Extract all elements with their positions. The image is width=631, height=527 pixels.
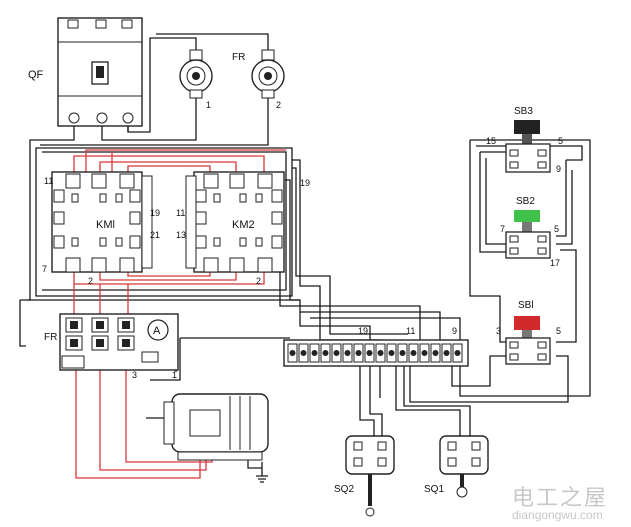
km2-num-2: 2 [256, 276, 261, 286]
motor [163, 393, 269, 461]
km2-num-13: 13 [176, 230, 186, 240]
fuse-1-number: 1 [206, 100, 211, 110]
km1-num-2: 2 [88, 276, 93, 286]
sb3-num-9: 9 [556, 164, 561, 174]
right-num-19: 19 [300, 178, 310, 188]
sb1-cap [514, 316, 540, 330]
fuse-1: 1 [179, 49, 213, 110]
sb2-cap [514, 210, 540, 222]
tb-num-11: 11 [406, 326, 415, 336]
terminal-screw [322, 350, 329, 356]
km1-contactor: KMl 11 7 19 21 2 [42, 171, 160, 286]
sb3-cap [514, 120, 540, 134]
sb3-button: SB3 15 5 9 [486, 106, 563, 174]
sb1-num-3: 3 [496, 326, 501, 336]
sb2-num-7: 7 [500, 224, 505, 234]
terminal-screw [432, 350, 439, 356]
fr-num-1: 1 [172, 370, 177, 380]
sb1-num-5: 5 [556, 326, 561, 336]
terminal-screw [454, 350, 461, 356]
sb2-num-17: 17 [550, 258, 560, 268]
terminal-screw [289, 350, 296, 356]
watermark-url: diangongwu.com [512, 508, 603, 522]
sb3-label: SB3 [514, 106, 533, 117]
ammeter-label: A [153, 325, 161, 337]
watermark-title: 电工之屋 [512, 485, 609, 510]
sq1-label: SQ1 [424, 484, 444, 495]
sb3-num-15: 15 [486, 136, 496, 146]
qf-breaker: QF [28, 17, 143, 127]
km1-num-7: 7 [42, 264, 47, 274]
terminal-screw [355, 350, 362, 356]
fuse-2: 2 [251, 49, 285, 110]
sb2-num-5: 5 [554, 224, 559, 234]
sb2-button: SB2 7 5 17 [500, 196, 560, 268]
sb3-num-5: 5 [558, 136, 563, 146]
km1-label: KMl [96, 219, 115, 231]
tb-num-9: 9 [452, 326, 457, 336]
km1-num-21: 21 [150, 230, 160, 240]
terminal-screw [300, 350, 307, 356]
fuse-2-number: 2 [276, 100, 281, 110]
sb1-button: SBl 3 5 [496, 300, 561, 365]
km2-num-11: 11 [176, 208, 185, 218]
qf-label: QF [28, 69, 44, 81]
fr-top-label: FR [232, 52, 245, 63]
sb2-label: SB2 [516, 196, 535, 207]
sq1-limit-switch: SQ1 [424, 435, 489, 498]
tb-num-19: 19 [358, 326, 368, 336]
terminal-screw [443, 350, 450, 356]
terminal-screw [399, 350, 406, 356]
terminal-screw [377, 350, 384, 356]
terminal-screw [311, 350, 318, 356]
terminal-screw [421, 350, 428, 356]
sq2-limit-switch: SQ2 [334, 435, 395, 517]
terminal-screw [366, 350, 373, 356]
km2-contactor: KM2 11 13 2 [176, 171, 285, 286]
km1-num-19: 19 [150, 208, 160, 218]
fr-thermal-relay: A FR 3 1 [44, 313, 179, 380]
red-wires [73, 149, 286, 479]
km2-label: KM2 [232, 219, 255, 231]
sq2-label: SQ2 [334, 484, 354, 495]
terminal-screw [410, 350, 417, 356]
terminal-block: 19 11 9 [283, 326, 469, 367]
km1-num-11: 11 [44, 176, 53, 186]
fr-bottom-label: FR [44, 332, 57, 343]
terminal-screw [333, 350, 340, 356]
terminal-screw [388, 350, 395, 356]
terminal-screw [344, 350, 351, 356]
sb1-label: SBl [518, 300, 534, 311]
fr-num-3: 3 [132, 370, 137, 380]
